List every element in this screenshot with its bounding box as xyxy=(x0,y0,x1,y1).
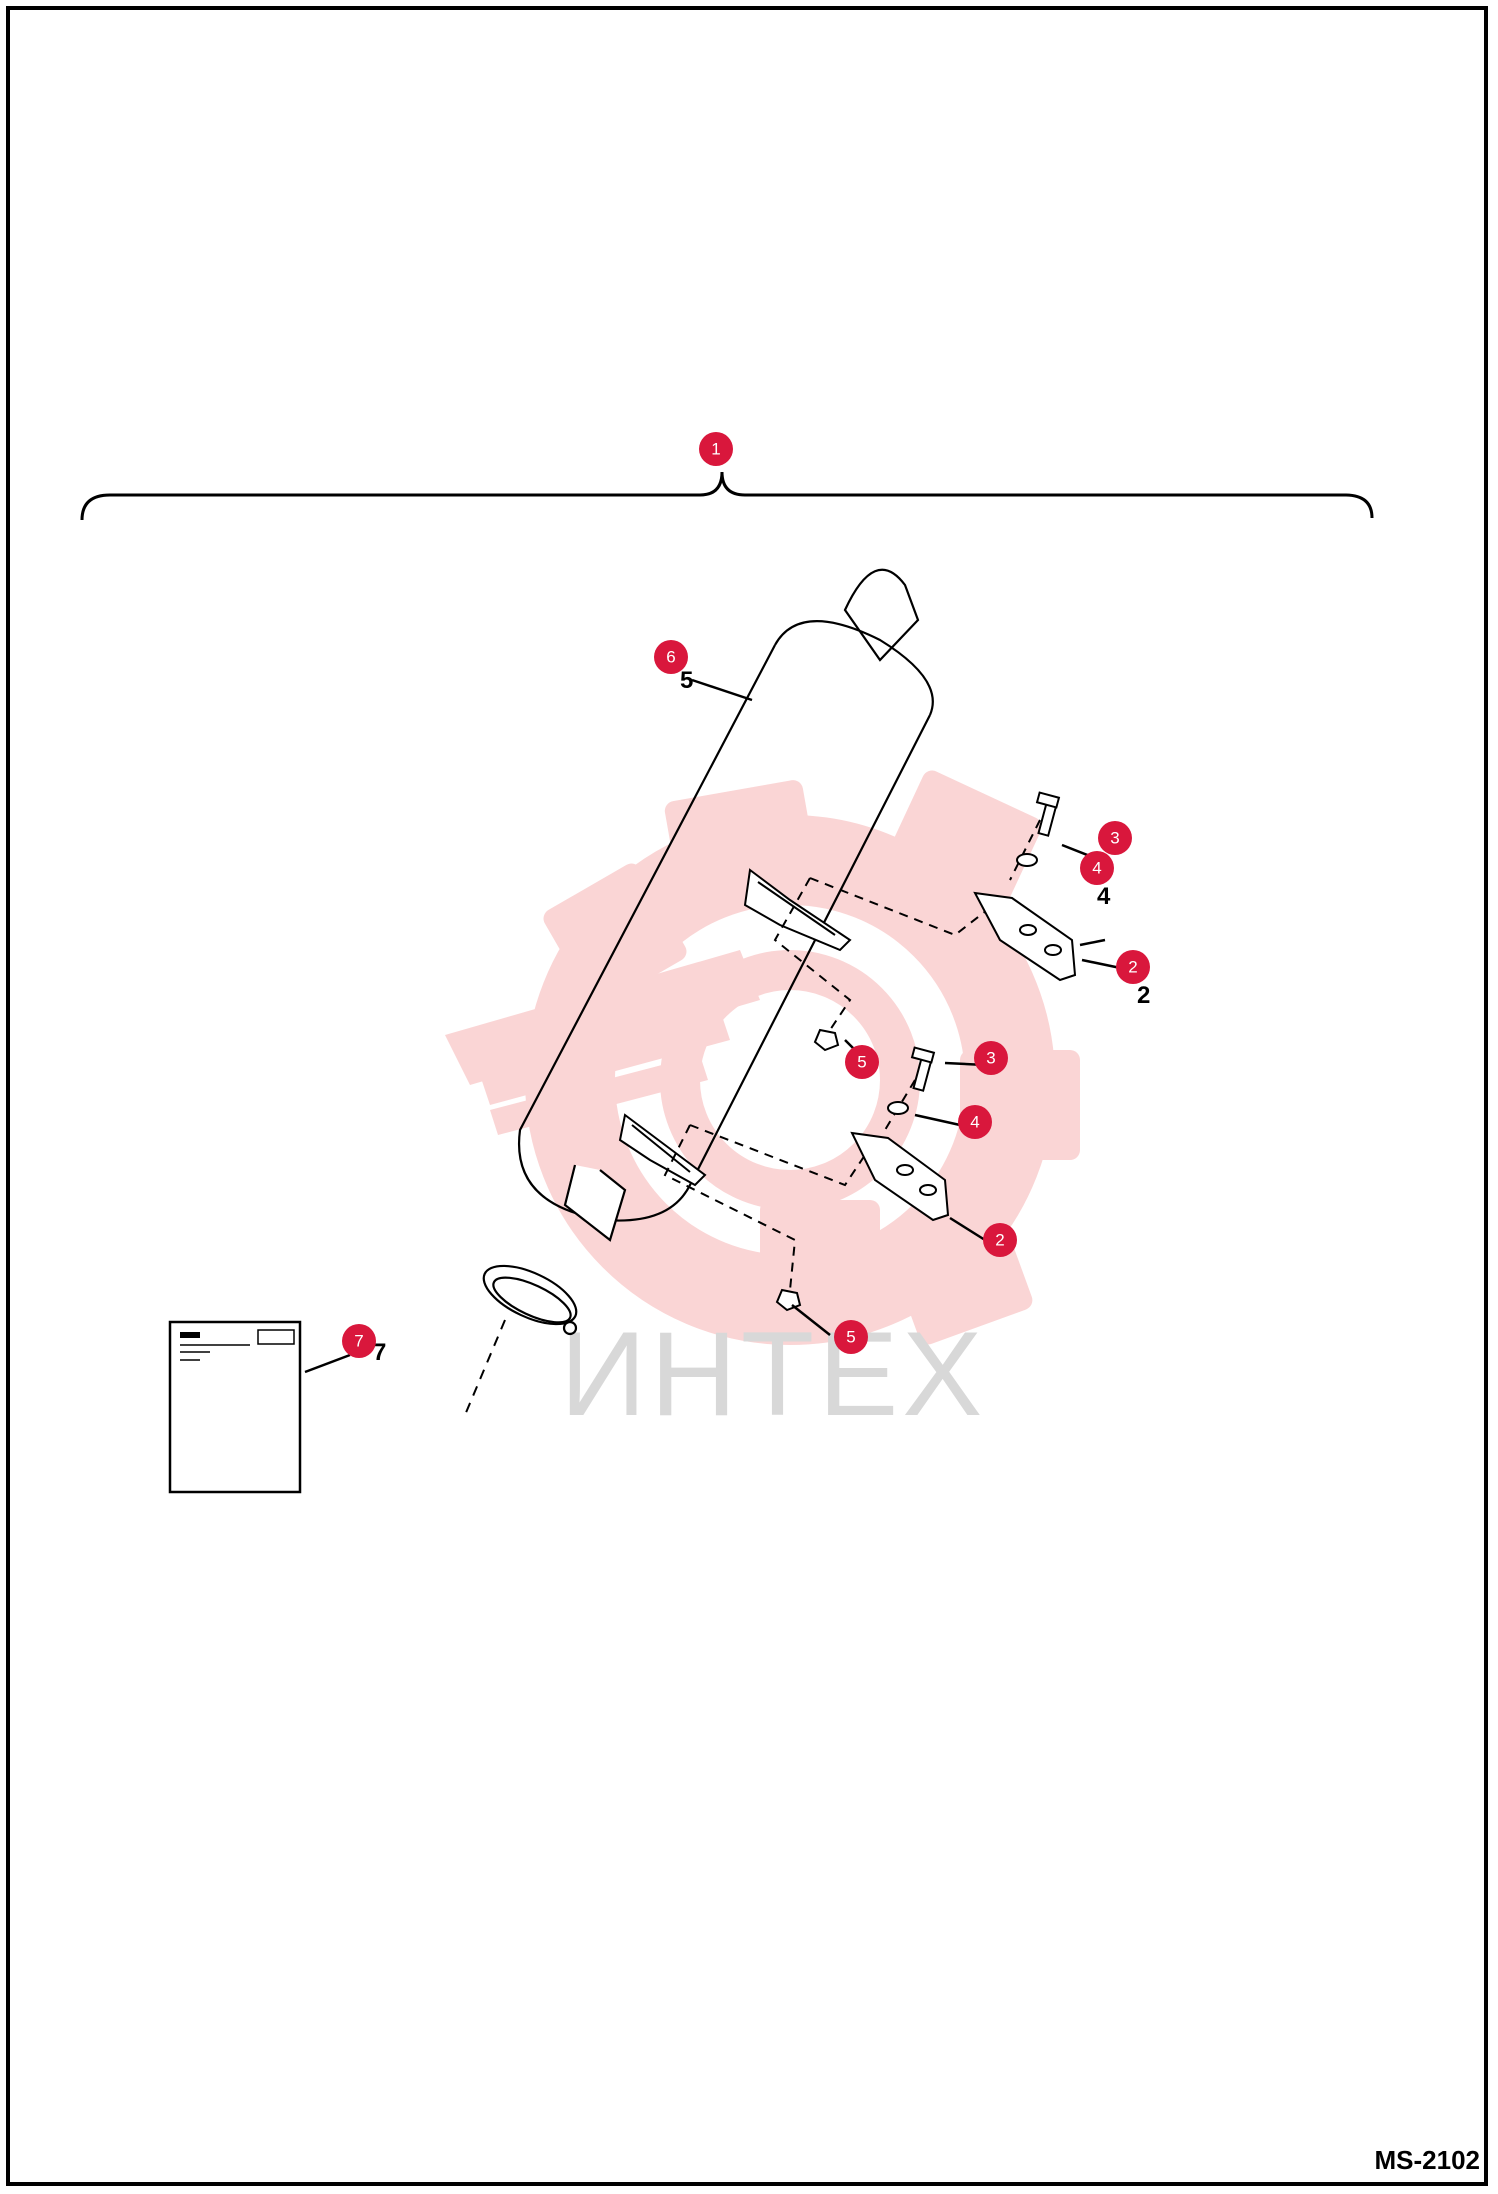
svg-text:5: 5 xyxy=(857,1053,866,1072)
manual-document xyxy=(168,1320,302,1494)
part-number-5: 5 xyxy=(680,667,693,694)
assembly-bracket xyxy=(80,471,1374,521)
page-frame xyxy=(6,6,1488,2186)
callout-1[interactable]: 1 xyxy=(699,432,733,466)
svg-text:6: 6 xyxy=(666,648,675,667)
callout-2[interactable]: 2 xyxy=(1116,950,1150,984)
svg-text:4: 4 xyxy=(1092,859,1101,878)
hardware xyxy=(775,791,1077,1312)
part-number-2: 2 xyxy=(1137,982,1150,1009)
svg-text:7: 7 xyxy=(354,1332,363,1351)
callout-5-lower[interactable]: 5 xyxy=(834,1320,868,1354)
callout-6[interactable]: 6 xyxy=(654,640,688,674)
svg-text:2: 2 xyxy=(995,1231,1004,1250)
drawing-id: MS-2102 xyxy=(1374,2145,1481,2175)
callout-5[interactable]: 5 xyxy=(845,1045,879,1079)
watermark-text: ИНТЕХ xyxy=(560,1307,986,1441)
svg-text:2: 2 xyxy=(1128,958,1137,977)
muffler xyxy=(517,568,934,1242)
callout-2-lower[interactable]: 2 xyxy=(983,1223,1017,1257)
svg-text:3: 3 xyxy=(986,1049,995,1068)
callout-4-lower[interactable]: 4 xyxy=(958,1105,992,1139)
tube-mount-lower xyxy=(618,1113,707,1187)
callout-7[interactable]: 7 xyxy=(342,1324,376,1358)
svg-text:4: 4 xyxy=(970,1113,979,1132)
svg-text:1: 1 xyxy=(711,440,720,459)
callouts: 1 6 3 4 2 5 3 4 2 5 7 xyxy=(342,432,1150,1358)
tube-mount-upper xyxy=(743,868,852,952)
clamp-centerline xyxy=(464,1319,506,1416)
svg-text:3: 3 xyxy=(1110,829,1119,848)
callout-3-lower[interactable]: 3 xyxy=(974,1041,1008,1075)
svg-text:5: 5 xyxy=(846,1328,855,1347)
callout-3[interactable]: 3 xyxy=(1098,821,1132,855)
part-number-7: 7 xyxy=(373,1339,386,1366)
clamp-ring xyxy=(482,1264,578,1336)
printed-part-numbers: 5 4 2 7 xyxy=(373,667,1150,1366)
assembly-lines xyxy=(663,819,1041,1291)
callout-4[interactable]: 4 xyxy=(1080,851,1114,885)
part-number-4: 4 xyxy=(1097,883,1111,910)
